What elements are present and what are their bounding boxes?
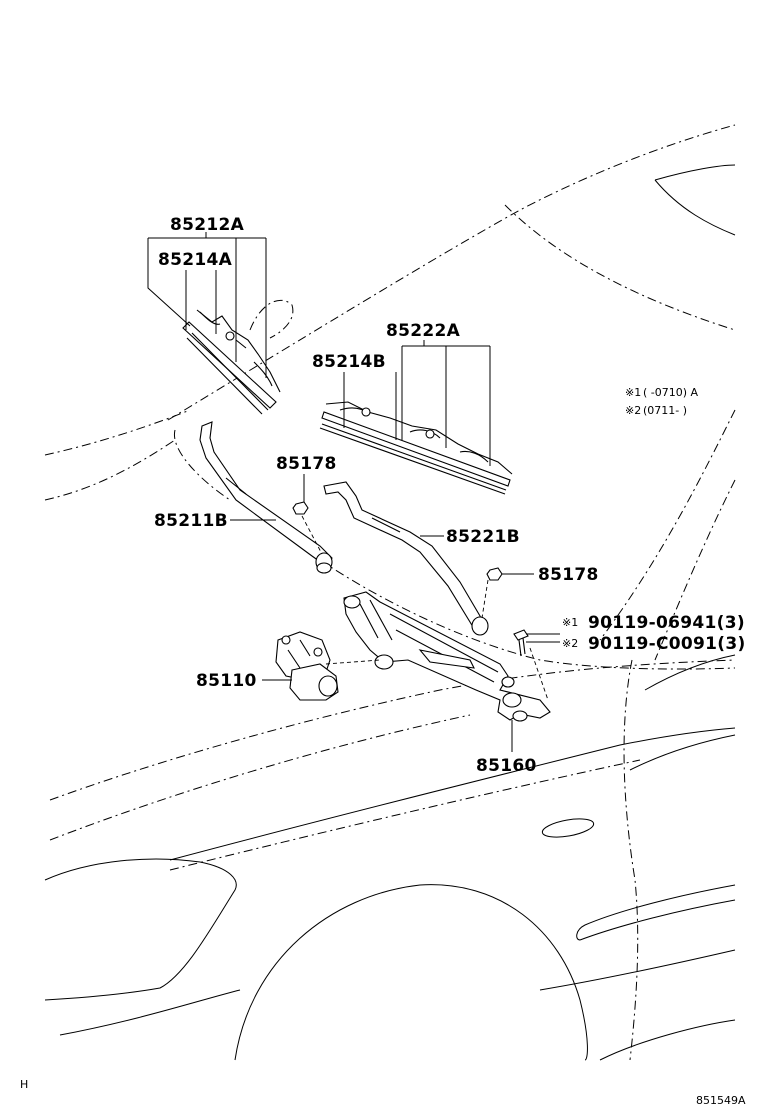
leader-lines <box>147 232 560 752</box>
diagram-id: 851549A <box>696 1094 746 1107</box>
right-wiper-blade <box>319 401 513 495</box>
label-85160: 85160 <box>476 756 537 776</box>
note-1-text: ( -0710) A <box>643 386 699 399</box>
note-2-text: (0711- ) <box>643 404 687 417</box>
part-labels: 85212A 85214A 85222A 85214B 85178 85211B… <box>154 215 746 776</box>
wiper-link-assembly <box>343 591 551 722</box>
left-wiper-arm <box>199 421 333 574</box>
mounting-bolt <box>513 629 549 701</box>
right-wiper-arm <box>323 481 489 636</box>
wiper-motor <box>275 631 381 701</box>
label-mark-2: ※2 <box>562 637 578 650</box>
date-notes: ※1 ( -0710) A ※2 (0711- ) <box>625 386 699 417</box>
note-1-mark: ※1 <box>625 386 641 399</box>
label-85211B: 85211B <box>154 511 228 531</box>
label-90119-C0091: 90119-C0091(3) <box>588 634 746 654</box>
label-85212A: 85212A <box>170 215 245 235</box>
label-85178-lower: 85178 <box>538 565 599 585</box>
label-85214A: 85214A <box>158 250 233 270</box>
label-mark-1: ※1 <box>562 616 578 629</box>
footer-left-code: H <box>20 1078 28 1091</box>
label-85221B: 85221B <box>446 527 520 547</box>
label-85110: 85110 <box>196 671 257 691</box>
left-wiper-blade <box>182 309 281 415</box>
label-85214B: 85214B <box>312 352 386 372</box>
note-2-mark: ※2 <box>625 404 641 417</box>
label-90119-06941: 90119-06941(3) <box>588 613 745 633</box>
label-85222A: 85222A <box>386 321 461 341</box>
vehicle-body-outline <box>44 124 736 1061</box>
nut-85178-lower <box>481 567 503 619</box>
label-85178-upper: 85178 <box>276 454 337 474</box>
